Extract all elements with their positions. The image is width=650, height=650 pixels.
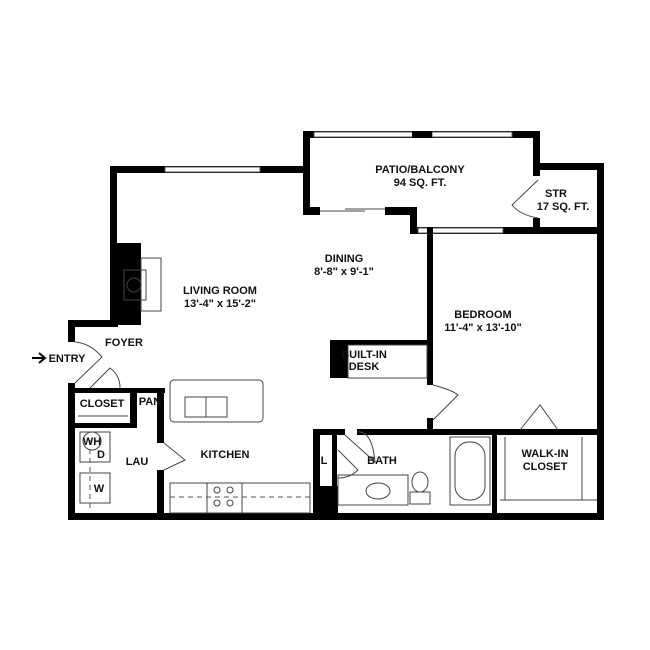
entry-label: ENTRY	[49, 353, 87, 365]
walls	[68, 131, 604, 520]
desk-label-line1: BUILT-IN	[341, 349, 387, 361]
room-labels: PATIO/BALCONY 94 SQ. FT. STR 17 SQ. FT. …	[49, 164, 590, 495]
patio-label: PATIO/BALCONY	[375, 164, 465, 176]
living-room-size: 13'-4" x 15'-2"	[184, 298, 256, 310]
closet-label: CLOSET	[80, 398, 125, 410]
bath-label: BATH	[367, 455, 397, 467]
pantry-label: PAN	[139, 396, 161, 408]
dining-label: DINING	[325, 253, 364, 265]
walkin-closet-label-line1: WALK-IN	[521, 448, 568, 460]
entry-arrow-icon	[32, 352, 47, 364]
desk-label-line2: DESK	[349, 361, 380, 373]
washer-label: W	[94, 483, 105, 495]
dining-size: 8'-8" x 9'-1"	[314, 266, 374, 278]
patio-size: 94 SQ. FT.	[394, 177, 447, 189]
storage-label: STR	[545, 188, 567, 200]
laundry-label: LAU	[126, 456, 149, 468]
kitchen-label: KITCHEN	[201, 449, 250, 461]
water-heater-label: WH	[83, 436, 101, 448]
dryer-label: D	[97, 449, 105, 461]
walkin-closet-label-line2: CLOSET	[523, 461, 568, 473]
living-room-label: LIVING ROOM	[183, 285, 257, 297]
foyer-label: FOYER	[105, 337, 143, 349]
storage-size: 17 SQ. FT.	[537, 201, 590, 213]
bedroom-size: 11'-4" x 13'-10"	[444, 322, 521, 334]
linen-label: L	[321, 455, 328, 467]
bedroom-label: BEDROOM	[454, 309, 511, 321]
